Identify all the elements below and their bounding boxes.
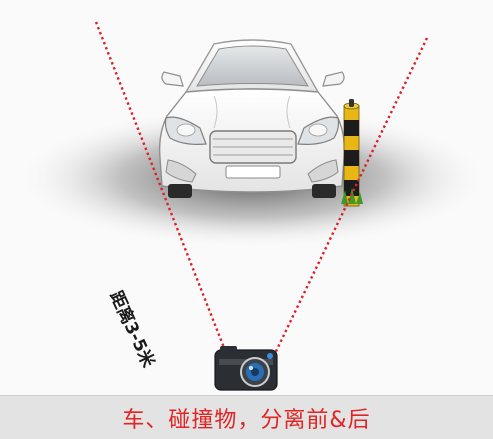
view-line-left	[94, 21, 234, 369]
license-plate	[225, 165, 281, 179]
car-illustration	[158, 39, 346, 198]
bollard	[341, 99, 363, 207]
caption-text: 车、碰撞物，分离前&后	[122, 408, 371, 433]
camera-icon	[214, 346, 278, 391]
view-line-right	[266, 37, 429, 369]
caption-bar: 车、碰撞物，分离前&后	[0, 395, 493, 439]
